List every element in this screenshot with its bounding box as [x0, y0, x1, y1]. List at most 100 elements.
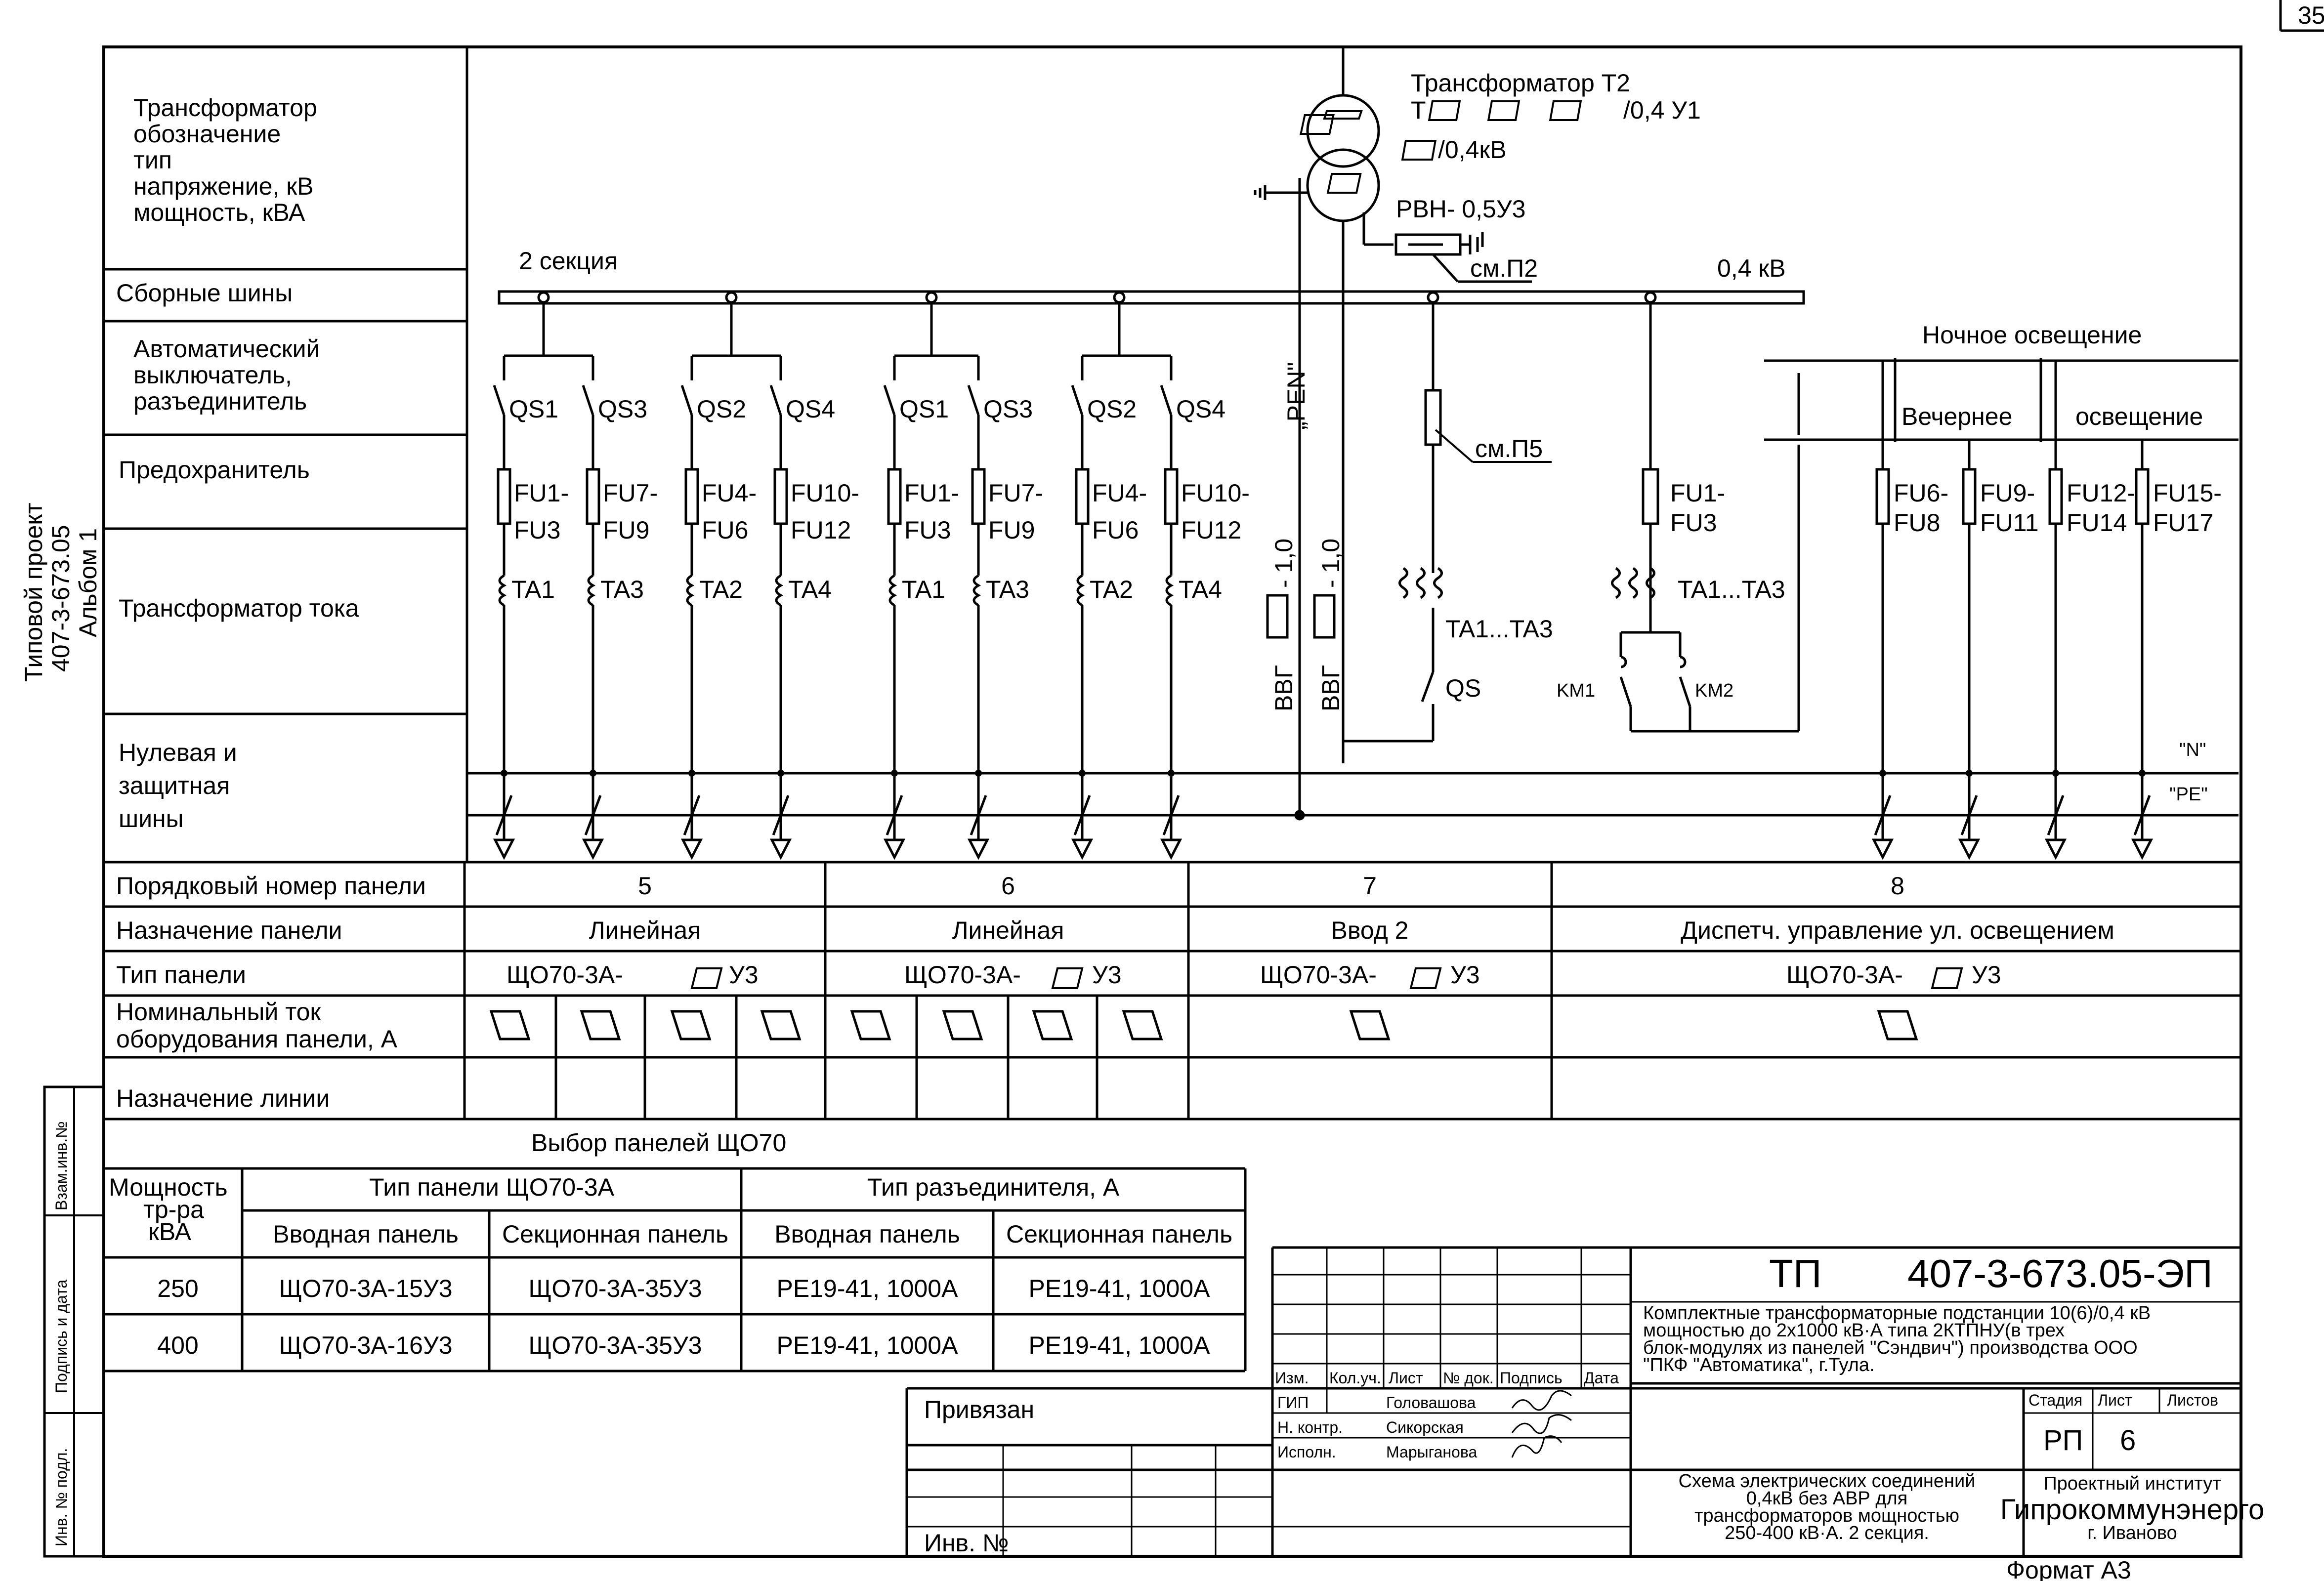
tb-scheme: Схема электрических соединений 0,4кВ без… [1679, 1471, 1976, 1543]
light-pe-terminal [1871, 838, 1894, 860]
pt-number-8: 8 [1891, 872, 1904, 900]
qs-switch [680, 385, 693, 416]
light-fu-top: FU15- [2153, 479, 2222, 507]
tb-col-list: Лист [1389, 1369, 1423, 1387]
row-transformer-l3: тип [133, 146, 172, 174]
fuse [773, 468, 788, 525]
pt-row-number: Порядковый номер панели [116, 872, 426, 900]
ct-coil [498, 574, 507, 607]
tb-col-izm: Изм. [1275, 1369, 1309, 1387]
light-fuse [2048, 468, 2063, 525]
pe-terminal [582, 838, 604, 860]
fu-label-top: FU4- [702, 479, 757, 507]
section-label: 2 секция [519, 247, 618, 275]
row-label-transformer: Трансформатор обозначение тип напряжение… [133, 94, 317, 226]
sel-r2-c5: РЕ19-41, 1000А [1029, 1331, 1211, 1359]
pe-terminal [493, 838, 515, 860]
pt-purpose-6: Линейная [952, 916, 1064, 944]
qs-label: QS3 [598, 395, 647, 423]
sel-r2-c3: ЩО70-3А-35У3 [528, 1331, 702, 1359]
qs-label: QS4 [1176, 395, 1225, 423]
tb-desc-3: блок-модулях из панелей "Сэндвич") произ… [1643, 1337, 2138, 1358]
pt-number-6: 6 [1001, 872, 1015, 900]
c8-fu-top: FU1- [1670, 479, 1725, 507]
pt-type-7-prefix: ЩО70-3А- [1260, 961, 1377, 989]
row-ct: Трансформатор тока [119, 594, 359, 622]
tb-role-gip: ГИП [1277, 1394, 1309, 1412]
ref-p5: см.П5 [1475, 435, 1543, 462]
row-label-neutral: Нулевая и защитная шины [119, 739, 237, 832]
pen-cables [1266, 178, 1336, 821]
qs-label: QS4 [786, 395, 835, 423]
lighting-label: освещение [2075, 403, 2203, 430]
n-bus-label: "N" [2179, 740, 2206, 760]
row-transformer-l2: обозначение [133, 120, 281, 148]
km2-label: KM2 [1695, 680, 1733, 701]
sheet-number: 35 [2298, 1, 2324, 29]
ta-label: TA3 [600, 576, 644, 603]
fuse [971, 468, 986, 525]
ta-label: TA2 [1090, 576, 1133, 603]
tb-name-1: Головашова [1386, 1394, 1476, 1412]
qs-switch [582, 385, 594, 416]
blank-value-boxes [489, 967, 1963, 1040]
sel-h-switch: Тип разъединителя, А [867, 1173, 1120, 1201]
tb-inv: Инв. № [924, 1529, 1009, 1557]
selection-values: Тип панели ЩО70-3А Тип разъединителя, А … [157, 1173, 1232, 1359]
t2-blanks [1401, 100, 1582, 161]
ct-coil [888, 574, 897, 607]
stamp-podpis: Подпись и дата [52, 1280, 70, 1393]
pt-type-6-suffix: У3 [1092, 961, 1122, 989]
row-transformer-l4: напряжение, кВ [133, 172, 313, 200]
busbar: 2 секция 0,4 кВ [498, 247, 1805, 305]
tb-scheme-3: трансформаторов мощностью [1694, 1505, 1959, 1526]
fuse [684, 468, 699, 525]
night-lighting: Ночное освещение [1922, 321, 2142, 349]
light-fuse [1962, 468, 1977, 525]
tb-col-kol: Кол.уч. [1329, 1369, 1381, 1387]
tb-col-doc: № док. [1443, 1369, 1494, 1387]
ct-coil [972, 574, 981, 607]
sel-sub-2: Секционная панель [502, 1220, 728, 1248]
ct-coil [775, 574, 784, 607]
pt-type-5-prefix: ЩО70-3А- [507, 961, 623, 989]
tb-scheme-1: Схема электрических соединений [1679, 1471, 1976, 1492]
lighting-contactor [1611, 302, 1800, 733]
qs-switch [883, 385, 896, 416]
pt-row-line: Назначение линии [116, 1084, 330, 1112]
selection-table-grid [104, 1167, 1247, 1373]
row-breaker-l2: выключатель, [133, 361, 292, 389]
row-neutral-l2: защитная [119, 772, 230, 799]
blank-value-box [850, 1010, 891, 1040]
blank-value-box [489, 1010, 531, 1040]
tb-format: Формат А3 [2006, 1556, 2131, 1581]
pt-type-7-suffix: У3 [1450, 961, 1480, 989]
stamp-inv: Инв. № подл. [52, 1448, 70, 1546]
blank-value-box [760, 1010, 802, 1040]
t2-type-prefix: Т [1411, 96, 1426, 124]
light-fu-top: FU9- [1980, 479, 2035, 507]
c8-ta: TA1...TA3 [1678, 576, 1785, 603]
light-pe-terminal [2044, 838, 2067, 860]
fu-label-bottom: FU12 [791, 516, 851, 544]
pe-terminal [769, 838, 792, 860]
frame [43, 45, 2242, 1558]
feeder-labels: QS1FU1-FU3TA1QS3FU7-FU9TA3QS2FU4-FU6TA2Q… [509, 395, 2222, 603]
fu-label-top: FU1- [514, 479, 569, 507]
label-column-grid [104, 47, 468, 862]
neutral-pe-buses [467, 772, 2239, 817]
panel-table-labels: Порядковый номер панели Назначение панел… [116, 872, 426, 1112]
sel-r1-c1: 250 [157, 1275, 198, 1302]
title-block-grid [905, 1246, 2241, 1556]
ta-label: TA1 [902, 576, 945, 603]
in-ta-label: TA1...TA3 [1445, 615, 1553, 643]
tb-list-h: Лист [2098, 1391, 2132, 1409]
pt-number-7: 7 [1363, 872, 1377, 900]
tb-name-3: Марыганова [1386, 1443, 1477, 1461]
fu-label-top: FU10- [1181, 479, 1250, 507]
ref-p2: см.П2 [1470, 254, 1538, 282]
row-neutral-l1: Нулевая и [119, 739, 237, 766]
ct-coil [686, 574, 695, 607]
sheet-number-box: 35 [2279, 0, 2324, 32]
sel-h-power-1: Мощность [109, 1173, 228, 1201]
